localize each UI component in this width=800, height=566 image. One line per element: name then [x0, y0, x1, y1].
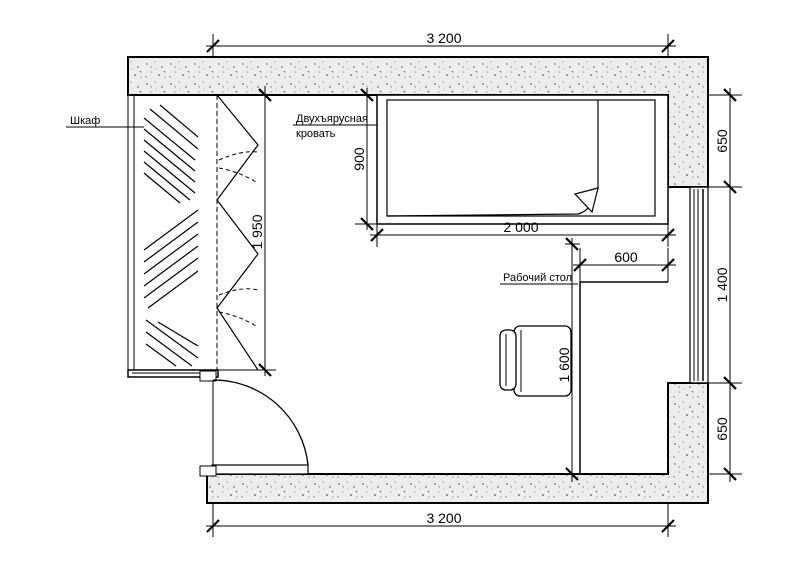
dim-top-width: 3 200: [426, 30, 461, 46]
right-wall-upper: [667, 94, 709, 188]
left-partition: [127, 95, 219, 382]
door-leaf: [211, 464, 309, 475]
office-chair: [499, 325, 572, 397]
bunk-bed: [376, 94, 669, 225]
dimension-lines: [66, 34, 742, 537]
dim-bed-width: 900: [351, 147, 367, 171]
dim-right-wall-bottom: 650: [714, 417, 730, 441]
dim-right-wall-top: 650: [714, 129, 730, 153]
window: [668, 186, 709, 384]
door-swing-arc: [212, 379, 309, 466]
desk: [579, 281, 668, 474]
wardrobe-door-panels: [216, 94, 259, 371]
door: [199, 379, 309, 477]
bed-outer: [376, 94, 669, 225]
dim-bed-length: 2 000: [503, 219, 538, 235]
label-desk: Рабочий стол: [503, 272, 572, 284]
bed-mattress: [386, 99, 656, 217]
label-bunk-bed-line1: Двухъярусная: [296, 113, 368, 125]
dim-desk-length: 1 600: [556, 347, 572, 382]
dim-desk-depth: 600: [614, 249, 638, 265]
dim-bottom-width: 3 200: [426, 510, 461, 526]
label-bunk-bed-line2: кровать: [296, 128, 336, 140]
label-wardrobe: Шкаф: [70, 115, 100, 127]
wardrobe: [143, 94, 259, 371]
bottom-wall: [206, 473, 709, 504]
wardrobe-hangers: [143, 104, 199, 367]
dim-window-width: 1 400: [714, 267, 730, 302]
blanket-fold: [573, 187, 599, 214]
dim-wardrobe-length: 1 950: [249, 214, 265, 249]
top-wall: [127, 56, 709, 96]
